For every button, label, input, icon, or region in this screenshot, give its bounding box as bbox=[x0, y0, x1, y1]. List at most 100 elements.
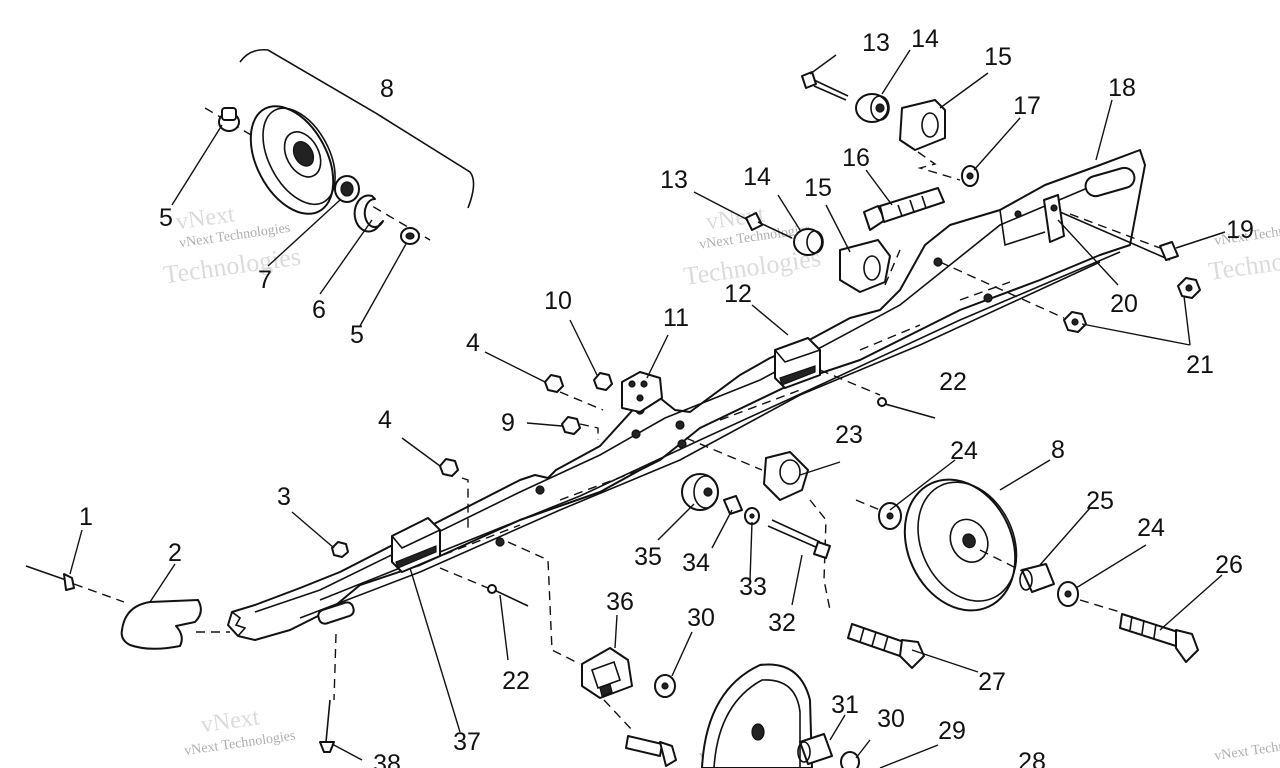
callout-18: 18 bbox=[1108, 74, 1136, 102]
callout-35: 35 bbox=[634, 543, 662, 571]
callout-13: 13 bbox=[862, 29, 890, 57]
spacer-block-part bbox=[899, 99, 961, 181]
callout-3: 3 bbox=[277, 483, 291, 511]
callout-6: 6 bbox=[312, 296, 326, 324]
callout-14: 14 bbox=[743, 163, 771, 191]
callout-1: 1 bbox=[79, 503, 93, 531]
nut-part bbox=[939, 261, 1087, 333]
callout-labels: 1 2 3 4 4 5 5 6 7 8 8 9 10 11 12 13 13 1… bbox=[79, 25, 1254, 768]
callout-19: 19 bbox=[1226, 216, 1254, 244]
callout-36: 36 bbox=[606, 588, 634, 616]
watermark-text: vNext Technologies bbox=[1213, 734, 1280, 764]
wheel-bracket-part bbox=[581, 647, 633, 731]
callout-29: 29 bbox=[938, 717, 966, 745]
bushing-part bbox=[855, 93, 890, 123]
wear-block-part bbox=[774, 337, 881, 396]
callout-7: 7 bbox=[258, 266, 272, 294]
snap-ring-part bbox=[353, 194, 384, 233]
callout-26: 26 bbox=[1215, 551, 1243, 579]
washer-part bbox=[961, 165, 979, 187]
callout-37: 37 bbox=[453, 728, 481, 756]
callout-17: 17 bbox=[1013, 92, 1041, 120]
spacer-block-part bbox=[839, 239, 901, 293]
assembly-bracket bbox=[239, 48, 475, 209]
callout-38: 38 bbox=[373, 750, 401, 768]
callout-31: 31 bbox=[831, 691, 859, 719]
idler-wheel-part bbox=[701, 663, 813, 768]
screw-part bbox=[1069, 213, 1226, 261]
callout-22: 22 bbox=[939, 368, 967, 396]
clip-part bbox=[1043, 194, 1171, 261]
callout-28: 28 bbox=[1018, 748, 1046, 768]
bushing-part bbox=[793, 228, 824, 256]
washer-part bbox=[1057, 581, 1121, 613]
bolt-part bbox=[625, 735, 677, 767]
sleeve-part bbox=[723, 495, 743, 515]
watermark: vNext vNext Technologies bbox=[183, 704, 296, 759]
callout-13: 13 bbox=[660, 166, 688, 194]
callout-5: 5 bbox=[159, 204, 173, 232]
sleeve-part bbox=[1019, 563, 1055, 593]
sleeve-part bbox=[797, 733, 833, 765]
callout-27: 27 bbox=[978, 668, 1006, 696]
idler-wheel-assembly-top bbox=[204, 105, 431, 245]
bolt-part bbox=[801, 71, 849, 101]
callout-5: 5 bbox=[350, 321, 364, 349]
callout-24: 24 bbox=[1137, 514, 1165, 542]
axle-bolt-part bbox=[218, 107, 240, 132]
callout-30: 30 bbox=[877, 705, 905, 733]
callout-8: 8 bbox=[1051, 436, 1065, 464]
nut-part bbox=[593, 372, 613, 391]
nut-part bbox=[1177, 277, 1201, 299]
idler-wheel-part bbox=[903, 478, 1018, 612]
callout-4: 4 bbox=[466, 329, 480, 357]
bolt-part bbox=[1119, 613, 1199, 663]
bolt-part bbox=[745, 212, 793, 239]
callout-33: 33 bbox=[739, 573, 767, 601]
idler-wheel-part bbox=[249, 105, 336, 215]
callout-23: 23 bbox=[835, 421, 863, 449]
callout-15: 15 bbox=[804, 174, 832, 202]
callout-8: 8 bbox=[380, 75, 394, 103]
front-cap-part bbox=[120, 599, 202, 650]
bolt-part bbox=[847, 623, 925, 669]
callout-20: 20 bbox=[1110, 290, 1138, 318]
washer-part bbox=[840, 751, 860, 768]
rivet-part bbox=[877, 397, 936, 419]
rivet-part bbox=[439, 567, 529, 607]
watermark: vNext vNext Technologies Technologies bbox=[162, 201, 303, 289]
bolt-part bbox=[863, 187, 945, 231]
watermark-group: vNext vNext Technologies Technologies vN… bbox=[162, 201, 1280, 764]
bolt-part bbox=[319, 633, 337, 753]
callout-2: 2 bbox=[168, 539, 182, 567]
spacer-part bbox=[681, 473, 719, 511]
slide-rail bbox=[227, 149, 1146, 641]
callout-22: 22 bbox=[502, 667, 530, 695]
callout-11: 11 bbox=[663, 304, 689, 332]
bolt-part bbox=[767, 519, 831, 559]
callout-9: 9 bbox=[501, 409, 515, 437]
callout-24: 24 bbox=[950, 437, 978, 465]
nut-part bbox=[439, 458, 469, 530]
watermark: vNext Technologies bbox=[1213, 734, 1280, 764]
callout-25: 25 bbox=[1086, 487, 1114, 515]
nut-part bbox=[331, 541, 349, 558]
callout-14: 14 bbox=[911, 25, 939, 53]
washer-part bbox=[744, 507, 760, 525]
axle-bolt-part bbox=[400, 227, 420, 245]
watermark-logo: vNext bbox=[199, 704, 261, 738]
callout-4: 4 bbox=[378, 406, 392, 434]
callout-32: 32 bbox=[768, 609, 796, 637]
wheel-bracket-part bbox=[685, 437, 831, 611]
front-screw-part bbox=[25, 565, 125, 603]
washer-part bbox=[855, 499, 902, 530]
callout-21: 21 bbox=[1186, 351, 1214, 379]
callout-16: 16 bbox=[842, 144, 870, 172]
callout-15: 15 bbox=[984, 43, 1012, 71]
nut-part bbox=[544, 374, 564, 393]
callout-30: 30 bbox=[687, 604, 715, 632]
leader-lines bbox=[69, 49, 1223, 768]
callout-12: 12 bbox=[724, 280, 752, 308]
callout-34: 34 bbox=[682, 549, 710, 577]
